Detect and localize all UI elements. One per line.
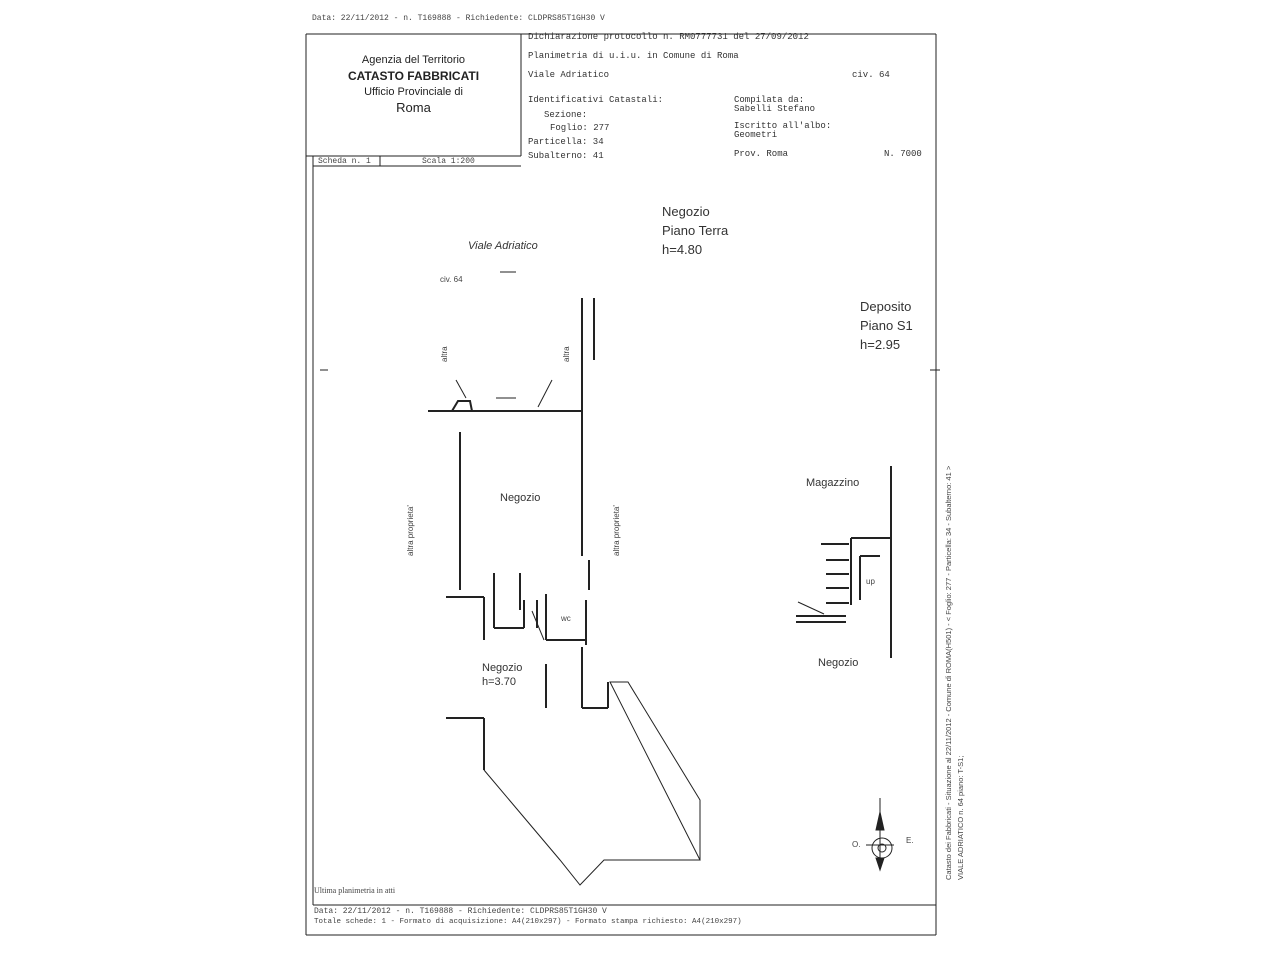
compass-east: E. bbox=[906, 836, 914, 845]
header-strip: Data: 22/11/2012 - n. T169888 - Richiede… bbox=[312, 14, 605, 23]
ground-floor-title: Negozio Piano Terra h=4.80 bbox=[662, 202, 728, 259]
agency-block: Agenzia del Territorio CATASTO FABBRICAT… bbox=[306, 52, 521, 116]
side-stamp-line2: VIALE ADRIATICO n. 64 piano: T-S1; bbox=[956, 755, 965, 880]
info-compilatore: Sabelli Stefano bbox=[734, 104, 816, 114]
ground-height: h=4.80 bbox=[662, 242, 703, 257]
altra-top-left: altra bbox=[440, 346, 449, 362]
room-negozio-lower-height: h=3.70 bbox=[482, 676, 516, 688]
altra-top-right: altra bbox=[562, 346, 571, 362]
info-dichiarazione: Dichiarazione protocollo n. RM0777731 de… bbox=[528, 32, 809, 42]
basement-title: Deposito Piano S1 h=2.95 bbox=[860, 297, 913, 354]
room-wc: wc bbox=[561, 614, 571, 623]
ground-piano: Piano Terra bbox=[662, 223, 729, 238]
basement-deposito: Deposito bbox=[860, 299, 912, 314]
agency-line2: CATASTO FABBRICATI bbox=[347, 69, 480, 83]
room-negozio-lower: Negozio bbox=[482, 662, 523, 674]
footer-line2: Totale schede: 1 - Formato di acquisizio… bbox=[314, 918, 742, 926]
info-particella: Particella: 34 bbox=[528, 137, 604, 147]
basement-piano: Piano S1 bbox=[860, 318, 913, 333]
room-negozio-center: Negozio bbox=[500, 492, 541, 504]
scheda-scale: Scala 1:200 bbox=[422, 157, 475, 166]
agency-line4: Roma bbox=[396, 100, 431, 115]
info-identificativi: Identificativi Catastali: bbox=[528, 95, 664, 105]
side-stamp-line1: Catasto dei Fabbricati - Situazione al 2… bbox=[944, 465, 953, 880]
basement-height: h=2.95 bbox=[860, 337, 901, 352]
info-compilata: Compilata da: bbox=[734, 95, 805, 105]
info-foglio: Foglio: 277 bbox=[550, 123, 610, 133]
street-label: Viale Adriatico bbox=[468, 240, 538, 252]
info-sezione: Sezione: bbox=[544, 110, 588, 120]
info-num: N. 7000 bbox=[884, 149, 922, 159]
footer-ultima: Ultima planimetria in atti bbox=[314, 886, 396, 895]
scheda-number: Scheda n. 1 bbox=[318, 157, 371, 166]
info-albo: Geometri bbox=[734, 130, 778, 140]
info-subalterno: Subalterno: 41 bbox=[528, 151, 604, 161]
room-negozio-right: Negozio bbox=[818, 657, 859, 669]
altra-proprieta-right: altra proprieta' bbox=[612, 505, 621, 556]
agency-line3: Ufficio Provinciale di bbox=[364, 86, 463, 98]
altra-proprieta-left: altra proprieta' bbox=[406, 505, 415, 556]
footer-line1: Data: 22/11/2012 - n. T169888 - Richiede… bbox=[314, 907, 607, 916]
ground-negozio: Negozio bbox=[662, 204, 710, 219]
agency-line1: Agenzia del Territorio bbox=[361, 54, 466, 66]
room-magazzino: Magazzino bbox=[806, 477, 860, 489]
plan-civ: civ. 64 bbox=[440, 275, 463, 284]
info-iscritto: Iscritto all'albo: bbox=[734, 121, 832, 131]
stair-up-label: up bbox=[866, 577, 875, 586]
info-via: Viale Adriatico bbox=[528, 70, 610, 80]
info-prov: Prov. Roma bbox=[734, 149, 789, 159]
info-civ: civ. 64 bbox=[852, 70, 890, 80]
info-planimetria: Planimetria di u.i.u. in Comune di Roma bbox=[528, 51, 739, 61]
compass-west: O. bbox=[852, 840, 861, 849]
